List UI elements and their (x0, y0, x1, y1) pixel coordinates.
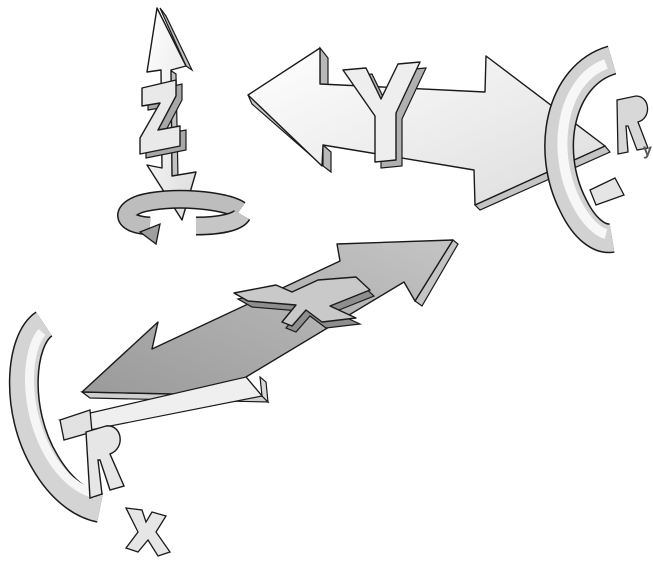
rx-label-3d: R x (86, 426, 170, 556)
ry-label-subscript: y (643, 142, 652, 159)
z-label-3d: Z (140, 80, 186, 158)
rx-label-subscript-3d: x (126, 508, 170, 556)
z-rotation-ring (127, 199, 242, 244)
ry-label-3d: R y (617, 96, 652, 159)
x-axis-arrow (60, 240, 458, 430)
